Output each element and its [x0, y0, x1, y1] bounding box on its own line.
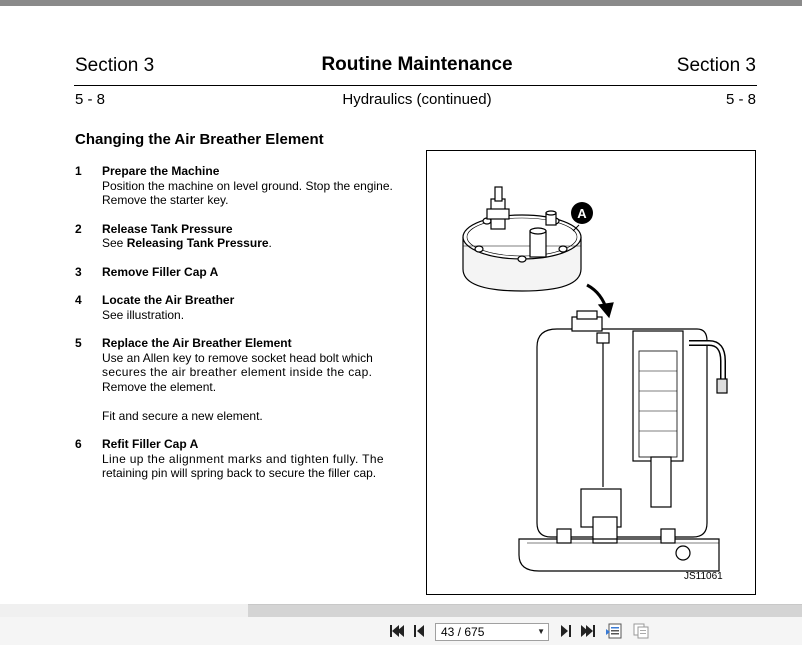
page-title-header: Routine Maintenance — [321, 54, 513, 75]
step-title: Replace the Air Breather Element — [102, 336, 292, 350]
copy-icon[interactable] — [632, 623, 650, 639]
step-text: Remove the element. — [102, 379, 217, 394]
cross-reference: Releasing Tank Pressure — [126, 236, 269, 250]
tank-drawing: A — [462, 186, 728, 582]
document-viewport: Section 3 Routine Maintenance Section 3 … — [0, 0, 802, 610]
page-navigation-toolbar: 43 / 675 ▼ — [0, 617, 802, 645]
step-text: retaining pin will spring back to secure… — [102, 466, 377, 480]
first-page-icon[interactable] — [389, 624, 405, 638]
step-text: Remove the starter key. — [102, 193, 229, 207]
page-number-left: 5 - 8 — [75, 91, 106, 108]
step-text: Line up the alignment marks and tighten … — [102, 451, 384, 466]
step-text: Use an Allen key to remove socket head b… — [102, 350, 373, 365]
procedure-heading: Changing the Air Breather Element — [75, 131, 324, 148]
manual-page: Section 3 Routine Maintenance Section 3 … — [0, 12, 802, 610]
hydraulic-tank-illustration: A — [426, 150, 756, 595]
step-2: 2 Release Tank Pressure See Releasing Ta… — [75, 222, 410, 251]
see-suffix: . — [268, 236, 272, 250]
step-4: 4 Locate the Air Breather See illustrati… — [75, 293, 410, 322]
next-page-icon[interactable] — [557, 624, 573, 638]
procedure-steps: 1 Prepare the Machine Position the machi… — [75, 164, 410, 481]
step-number: 3 — [75, 264, 82, 279]
section-label-right: Section 3 — [676, 55, 756, 76]
step-title: Prepare the Machine — [102, 164, 220, 178]
step-3: 3 Remove Filler Cap A — [75, 265, 410, 280]
table-of-contents-icon[interactable] — [606, 623, 624, 639]
step-title: Remove Filler Cap A — [102, 264, 219, 279]
step-text: See illustration. — [102, 307, 185, 322]
step-title: Locate the Air Breather — [102, 293, 235, 307]
step-text: Fit and secure a new element. — [102, 408, 263, 423]
step-number: 2 — [75, 221, 82, 236]
step-text: See Releasing Tank Pressure. — [102, 236, 410, 251]
step-1: 1 Prepare the Machine Position the machi… — [75, 164, 410, 208]
page-indicator: 43 / 675 — [441, 625, 485, 639]
previous-page-icon[interactable] — [412, 624, 428, 638]
scrollbar-spacer — [0, 604, 248, 617]
figure-id: JS11061 — [684, 571, 723, 582]
callout-marker — [571, 202, 593, 224]
see-prefix: See — [102, 236, 127, 250]
step-title: Refit Filler Cap A — [102, 437, 199, 451]
last-page-icon[interactable] — [580, 624, 596, 638]
step-text: Position the machine on level ground. St… — [102, 178, 393, 193]
step-number: 5 — [75, 336, 82, 350]
step-number: 4 — [75, 293, 82, 307]
header-rule — [74, 85, 757, 86]
step-6: 6 Refit Filler Cap A Line up the alignme… — [75, 437, 410, 481]
step-number: 6 — [75, 437, 82, 451]
callout-label: A — [577, 206, 587, 221]
step-title: Release Tank Pressure — [102, 221, 233, 236]
chevron-down-icon: ▼ — [537, 627, 545, 636]
step-text: secures the air breather element inside … — [102, 365, 373, 379]
page-number-select[interactable]: 43 / 675 ▼ — [435, 623, 549, 641]
section-label-left: Section 3 — [75, 55, 155, 76]
step-number: 1 — [75, 164, 82, 178]
step-5: 5 Replace the Air Breather Element Use a… — [75, 336, 410, 423]
horizontal-scrollbar[interactable] — [248, 604, 802, 618]
page-number-right: 5 - 8 — [725, 91, 756, 108]
page-subtitle: Hydraulics (continued) — [342, 91, 492, 108]
